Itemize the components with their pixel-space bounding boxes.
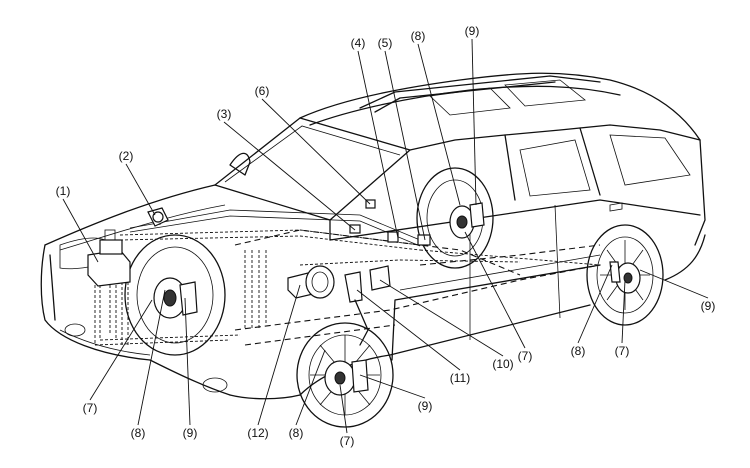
leader-c11 — [356, 289, 461, 371]
leader-c7b — [621, 279, 626, 344]
leader-c8d — [137, 289, 166, 426]
callout-label-c9b: (9) — [701, 299, 716, 313]
wheel-rear-right — [586, 224, 664, 326]
leader-c7c — [339, 384, 348, 434]
wheel-rear-left — [416, 167, 494, 269]
callout-labels: (1) (2) (3) (4) (5) (6) (8) (9) (7) (9) (8) (7) (10)… — [56, 24, 716, 448]
callout-label-c9a: (9) — [465, 24, 480, 38]
leader-c9b — [639, 269, 709, 299]
leader-c8c — [295, 349, 326, 426]
leader-c8b — [577, 264, 613, 344]
callout-label-c9c: (9) — [418, 399, 433, 413]
leader-c9c — [359, 374, 426, 399]
callout-label-c7c: (7) — [340, 434, 355, 448]
callout-label-c6: (6) — [255, 84, 270, 98]
callout-label-c8a: (8) — [411, 29, 426, 43]
callout-label-c8d: (8) — [131, 426, 146, 440]
wheel-front-right — [296, 322, 394, 428]
hidden-lines — [234, 229, 601, 346]
leader-c12 — [257, 284, 301, 426]
leader-lines — [62, 38, 709, 434]
leader-c7d — [89, 299, 153, 401]
leader-c9d — [184, 297, 191, 426]
leader-c2 — [125, 163, 156, 216]
leader-c8a — [417, 43, 461, 206]
leader-c4 — [357, 50, 399, 239]
leader-c7a — [464, 231, 526, 349]
callout-label-c1: (1) — [56, 184, 71, 198]
leader-c9a — [471, 38, 477, 206]
leader-c10 — [379, 279, 504, 357]
callout-label-c8b: (8) — [571, 344, 586, 358]
leader-c1 — [62, 198, 99, 263]
callout-label-c7d: (7) — [83, 401, 98, 415]
callout-label-c9d: (9) — [183, 426, 198, 440]
callout-label-c5: (5) — [378, 36, 393, 50]
wheel-front-left — [124, 234, 226, 356]
callout-label-c12: (12) — [247, 426, 268, 440]
leader-c5 — [384, 50, 426, 241]
components — [87, 199, 431, 346]
callout-label-c7a: (7) — [518, 349, 533, 363]
callout-label-c3: (3) — [217, 107, 232, 121]
callout-label-c2: (2) — [119, 149, 134, 163]
callout-label-c8c: (8) — [289, 426, 304, 440]
car-body — [40, 72, 706, 400]
leader-c6 — [261, 98, 371, 205]
leader-c3 — [223, 121, 356, 231]
callout-label-c10: (10) — [492, 357, 513, 371]
callout-label-c11: (11) — [450, 371, 470, 385]
callout-label-c7b: (7) — [615, 344, 630, 358]
callout-label-c4: (4) — [351, 36, 366, 50]
